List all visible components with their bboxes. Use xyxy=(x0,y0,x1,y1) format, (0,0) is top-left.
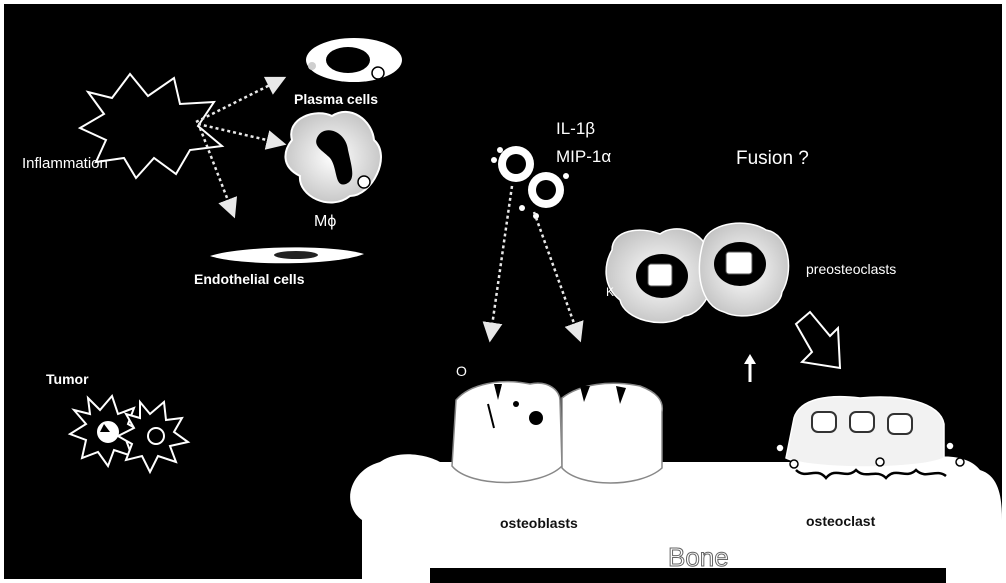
il1b-label: IL-1β xyxy=(556,119,595,138)
endothelial-cells-label: Endothelial cells xyxy=(194,271,305,287)
preosteoclasts-label: preosteoclasts xyxy=(806,261,896,277)
mip1a-label: MIP-1α xyxy=(556,147,611,166)
osteoblasts-label: osteoblasts xyxy=(500,515,578,531)
plasma-cell xyxy=(306,38,402,82)
preosteoclast-cells xyxy=(606,223,788,322)
plasma-cells-label: Plasma cells xyxy=(294,91,378,107)
macrophage-label: Mϕ xyxy=(314,213,336,230)
marker-k-label: K xyxy=(606,285,614,299)
marker-o-label: O xyxy=(456,363,467,379)
fusion-label: Fusion ? xyxy=(736,148,809,169)
inflammation-label: Inflammation xyxy=(22,155,108,172)
bone-label: Bone xyxy=(668,542,729,572)
tumor-label: Tumor xyxy=(46,371,89,387)
osteoblast-cells xyxy=(452,382,662,483)
osteoclast-label: osteoclast xyxy=(806,513,876,529)
